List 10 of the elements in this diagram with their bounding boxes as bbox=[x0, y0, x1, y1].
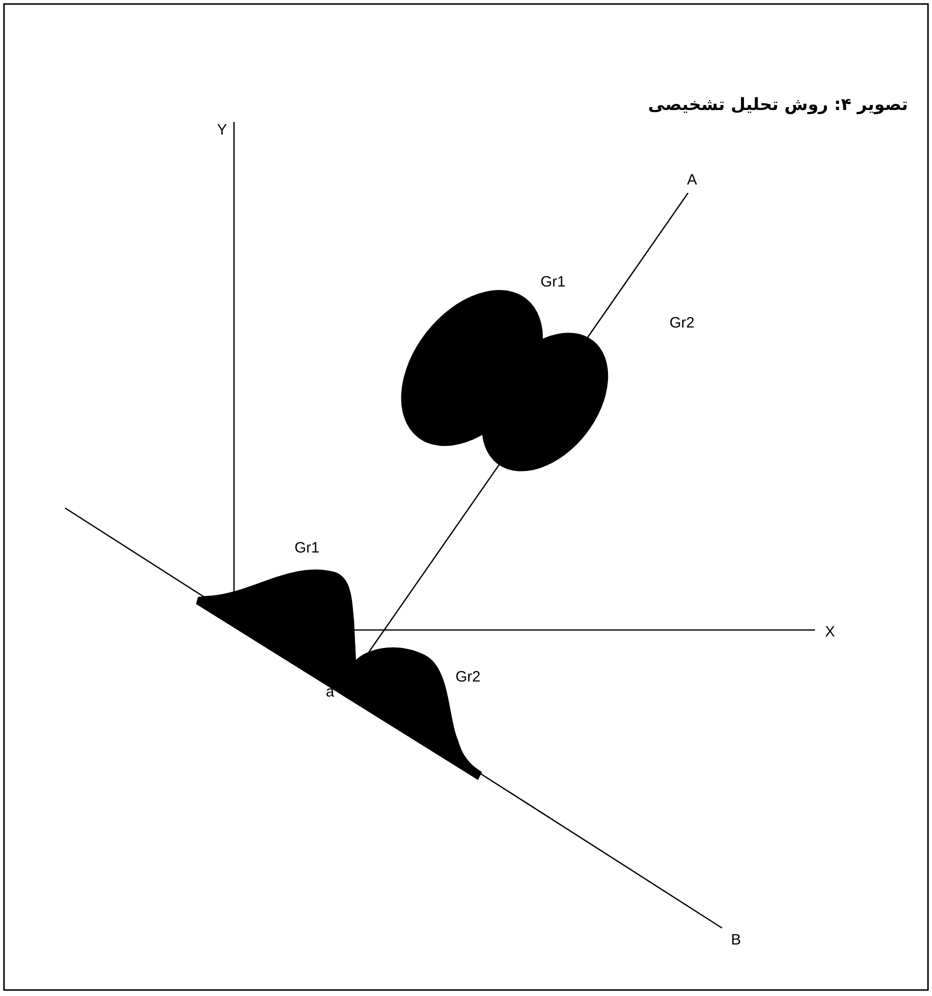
axis-label: A bbox=[687, 172, 697, 188]
title: تصویر ۴: روش تحلیل تشخیصی bbox=[648, 94, 908, 116]
axis-label: a bbox=[326, 684, 334, 700]
axis-label: B bbox=[731, 932, 741, 948]
axis-label: Gr1 bbox=[540, 274, 566, 290]
axis-label: X bbox=[825, 624, 835, 640]
axis-label: Gr2 bbox=[670, 314, 694, 332]
axis-label: Gr2 bbox=[456, 668, 480, 686]
axis-label: Y bbox=[217, 122, 227, 138]
axis-label: Gr1 bbox=[294, 540, 320, 556]
